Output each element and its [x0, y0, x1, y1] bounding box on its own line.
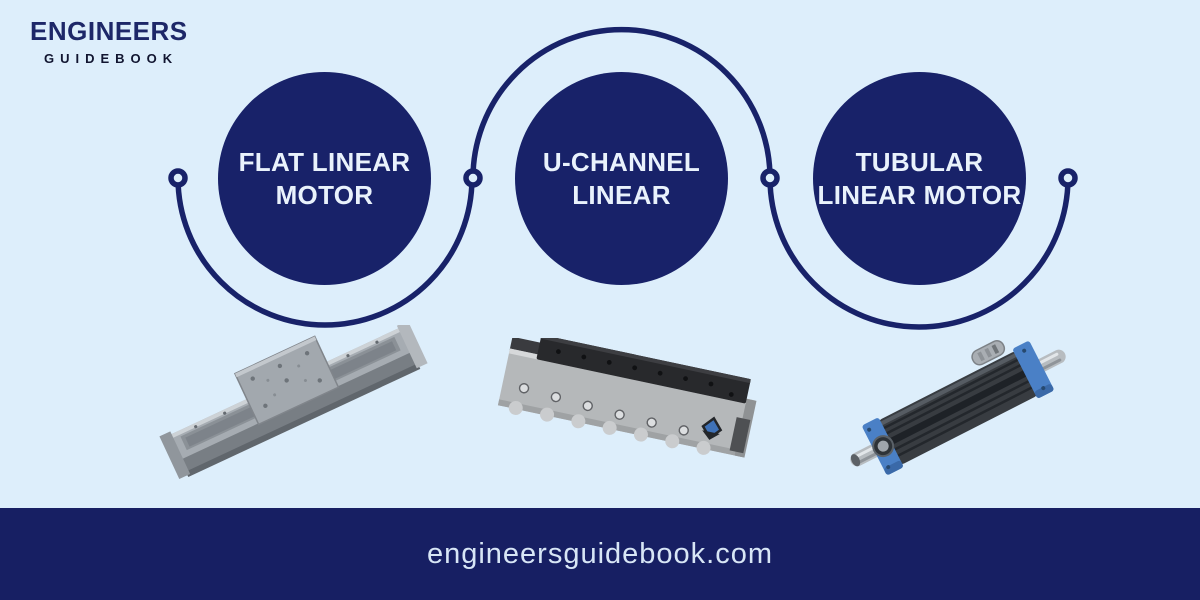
connector-node-icon [1058, 168, 1078, 188]
motor-label-line1: U-CHANNEL [542, 146, 701, 177]
tubular-connector [971, 340, 1006, 366]
motor-label-line2: MOTOR [275, 179, 374, 210]
brand-diamond-icon [701, 416, 723, 440]
motor-circle-tubular: TUBULAR LINEAR MOTOR [813, 72, 1026, 285]
connector-node-icon [463, 168, 483, 188]
motor-circle-label: TUBULAR LINEAR MOTOR [818, 146, 1022, 212]
u-channel-slider [536, 338, 751, 404]
website-url: engineersguidebook.com [426, 537, 774, 570]
flat-linear-motor-photo [159, 325, 428, 480]
connector-node-icon [168, 168, 188, 188]
u-channel-linear-motor-photo [497, 338, 757, 458]
logo: ENGINEERS GUIDEBOOK [30, 16, 188, 66]
logo-subtitle: GUIDEBOOK [44, 51, 179, 66]
logo-title: ENGINEERS [30, 16, 188, 46]
motor-label-line2: LINEAR [572, 179, 671, 210]
motor-circle-label: FLAT LINEAR MOTOR [239, 146, 411, 212]
connector-node-icon [760, 168, 780, 188]
motor-label-line2: LINEAR MOTOR [817, 179, 1022, 210]
u-channel-body [497, 338, 757, 458]
motor-circle-u-channel: U-CHANNEL LINEAR [515, 72, 728, 285]
tubular-flange-right [1013, 341, 1054, 398]
tubular-motor-body [850, 340, 1066, 475]
tubular-linear-motor-photo [850, 340, 1066, 475]
motor-circle-label: U-CHANNEL LINEAR [543, 146, 700, 212]
flat-motor-carriage [233, 335, 340, 426]
flat-motor-rail [159, 325, 428, 480]
motor-label-line1: TUBULAR [855, 146, 984, 177]
motor-circle-flat-linear: FLAT LINEAR MOTOR [218, 72, 431, 285]
motor-label-line1: FLAT LINEAR [238, 146, 411, 177]
footer-bar: engineersguidebook.com [0, 508, 1200, 600]
tubular-flange-left [862, 418, 903, 475]
